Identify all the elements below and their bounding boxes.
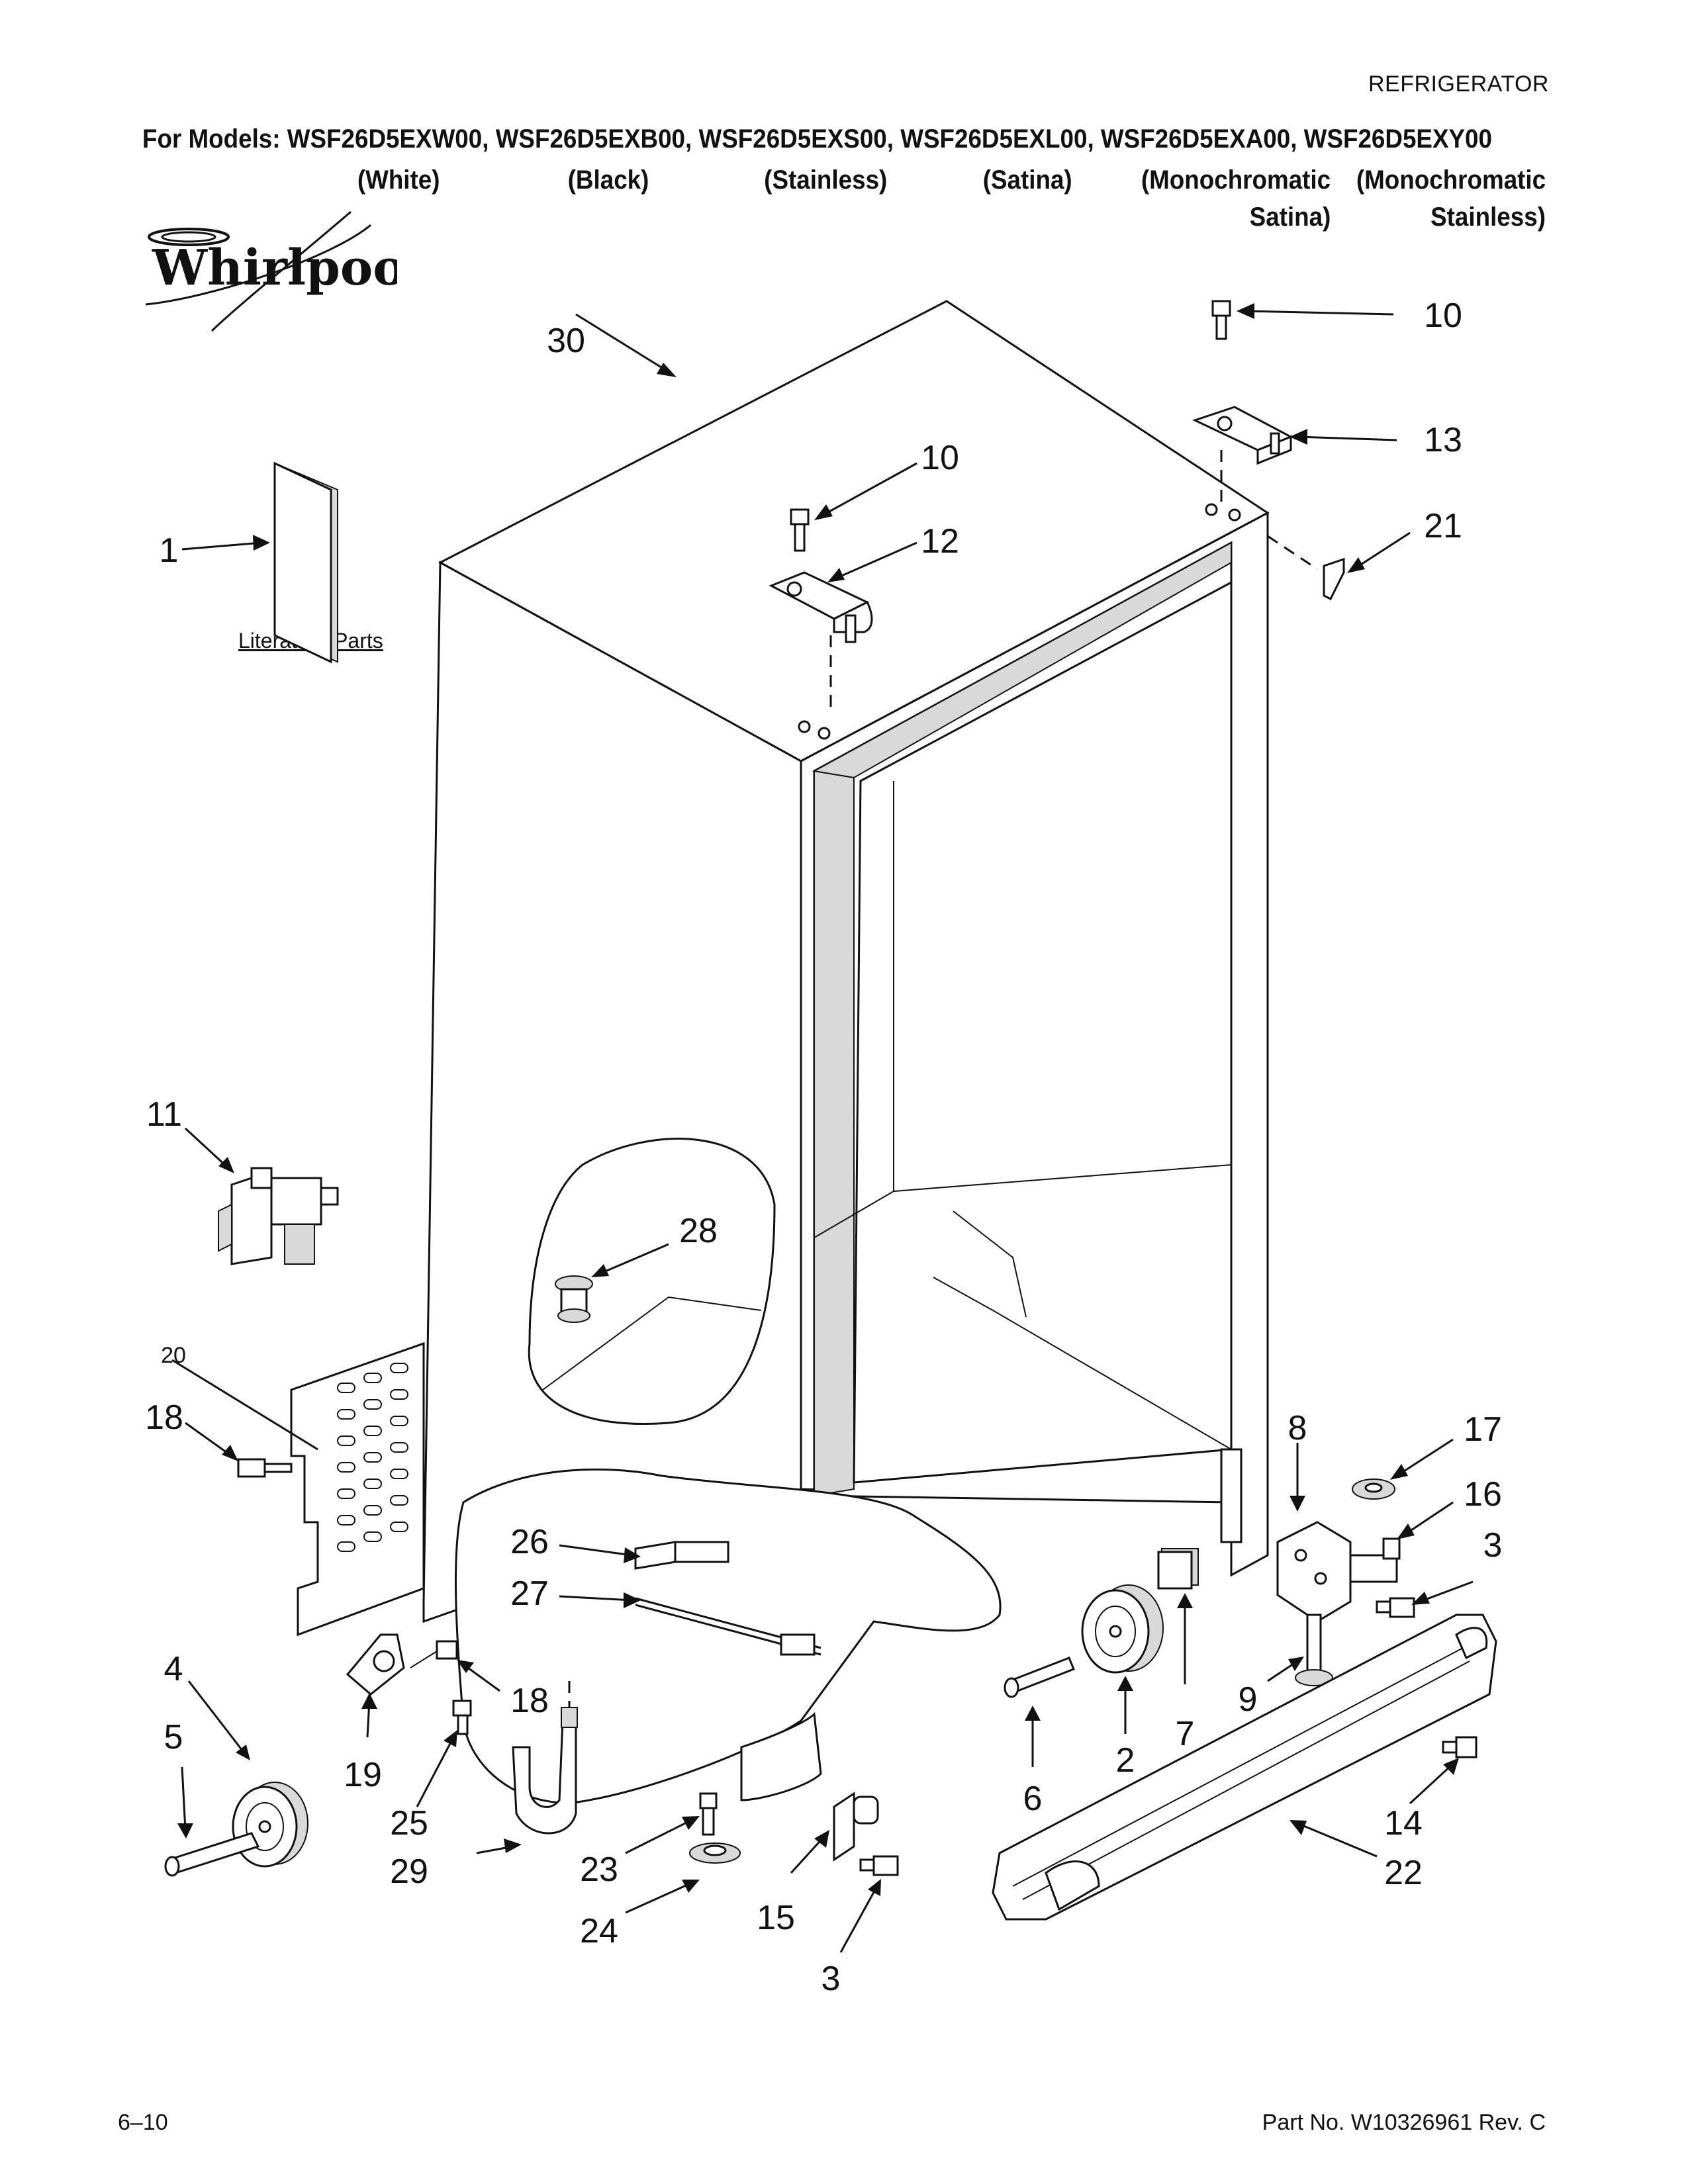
top-right-hinge <box>1192 300 1293 522</box>
callout-7: 7 <box>1175 1715 1195 1753</box>
toe-grille <box>992 1614 1497 1921</box>
variant-monochromatic-satina: (Monochromatic <box>1141 165 1331 195</box>
callout-23: 23 <box>580 1850 618 1889</box>
variant-satina: (Satina) <box>983 165 1072 195</box>
variant-white: (White) <box>357 165 440 195</box>
callout-2: 2 <box>1115 1741 1135 1780</box>
drain-tube <box>452 1681 578 1835</box>
callout-13: 13 <box>1424 421 1462 459</box>
callout-21: 21 <box>1424 507 1462 545</box>
logo-text: Whirlpool <box>152 240 397 296</box>
callout-3-right: 3 <box>1483 1526 1503 1565</box>
callout-18-center: 18 <box>510 1682 549 1720</box>
callout-4: 4 <box>164 1650 183 1688</box>
callout-9: 9 <box>1238 1680 1258 1719</box>
callout-26: 26 <box>510 1523 549 1561</box>
variant-monochromatic-stainless: (Monochromatic <box>1356 165 1546 195</box>
callout-5: 5 <box>164 1718 183 1756</box>
hinge-pin <box>1267 535 1345 601</box>
callout-17: 17 <box>1464 1410 1502 1449</box>
callout-18-left: 18 <box>145 1398 183 1437</box>
whirlpool-logo: Whirlpool <box>132 199 424 357</box>
bracket-and-screw <box>833 1792 899 1876</box>
variant-stainless: (Stainless) <box>763 165 887 195</box>
callout-28: 28 <box>679 1212 718 1250</box>
callout-20: 20 <box>161 1343 186 1368</box>
callout-19: 19 <box>344 1756 382 1794</box>
part-number: Part No. W10326961 Rev. C <box>1262 2110 1546 2135</box>
cutaway-bubble <box>528 1138 776 1425</box>
variant-line2-satina: Satina) <box>1249 203 1331 232</box>
variant-black: (Black) <box>567 165 649 195</box>
callout-16: 16 <box>1464 1475 1502 1514</box>
top-center-hinge <box>769 508 873 740</box>
bottom-cutaway <box>454 1468 1002 1804</box>
water-valve <box>218 1167 339 1265</box>
clamp-and-screw <box>346 1633 458 1696</box>
callout-10-top-right: 10 <box>1424 296 1462 335</box>
callout-29: 29 <box>390 1852 428 1891</box>
access-panel <box>237 1342 425 1637</box>
callout-8: 8 <box>1288 1409 1307 1447</box>
callout-3-bottom: 3 <box>821 1960 841 1998</box>
document-category: REFRIGERATOR <box>1368 71 1549 97</box>
callout-22: 22 <box>1384 1854 1423 1892</box>
leveling-leg <box>689 1792 741 1864</box>
callout-14: 14 <box>1384 1804 1423 1843</box>
callout-24: 24 <box>580 1912 618 1950</box>
callout-1: 1 <box>159 531 179 570</box>
literature-booklet <box>273 461 338 664</box>
models-line: For Models: WSF26D5EXW00, WSF26D5EXB00, … <box>142 124 1492 154</box>
spacer-block <box>1157 1548 1199 1590</box>
callout-15: 15 <box>757 1899 795 1937</box>
front-roller <box>1004 1584 1164 1698</box>
callout-25: 25 <box>390 1804 428 1843</box>
leveler-bracket <box>1276 1479 1415 1686</box>
leader-lines <box>171 303 1474 1953</box>
callout-12: 12 <box>921 522 959 561</box>
callout-27: 27 <box>510 1574 549 1613</box>
cabinet-outline <box>422 300 1270 1623</box>
page-number: 6–10 <box>118 2110 168 2135</box>
rear-roller <box>164 1782 308 1877</box>
callout-11: 11 <box>146 1095 182 1134</box>
callout-10-top-center: 10 <box>921 439 959 477</box>
callout-6: 6 <box>1023 1780 1043 1818</box>
variant-line2-stainless: Stainless) <box>1430 203 1546 232</box>
callout-30: 30 <box>547 322 585 360</box>
